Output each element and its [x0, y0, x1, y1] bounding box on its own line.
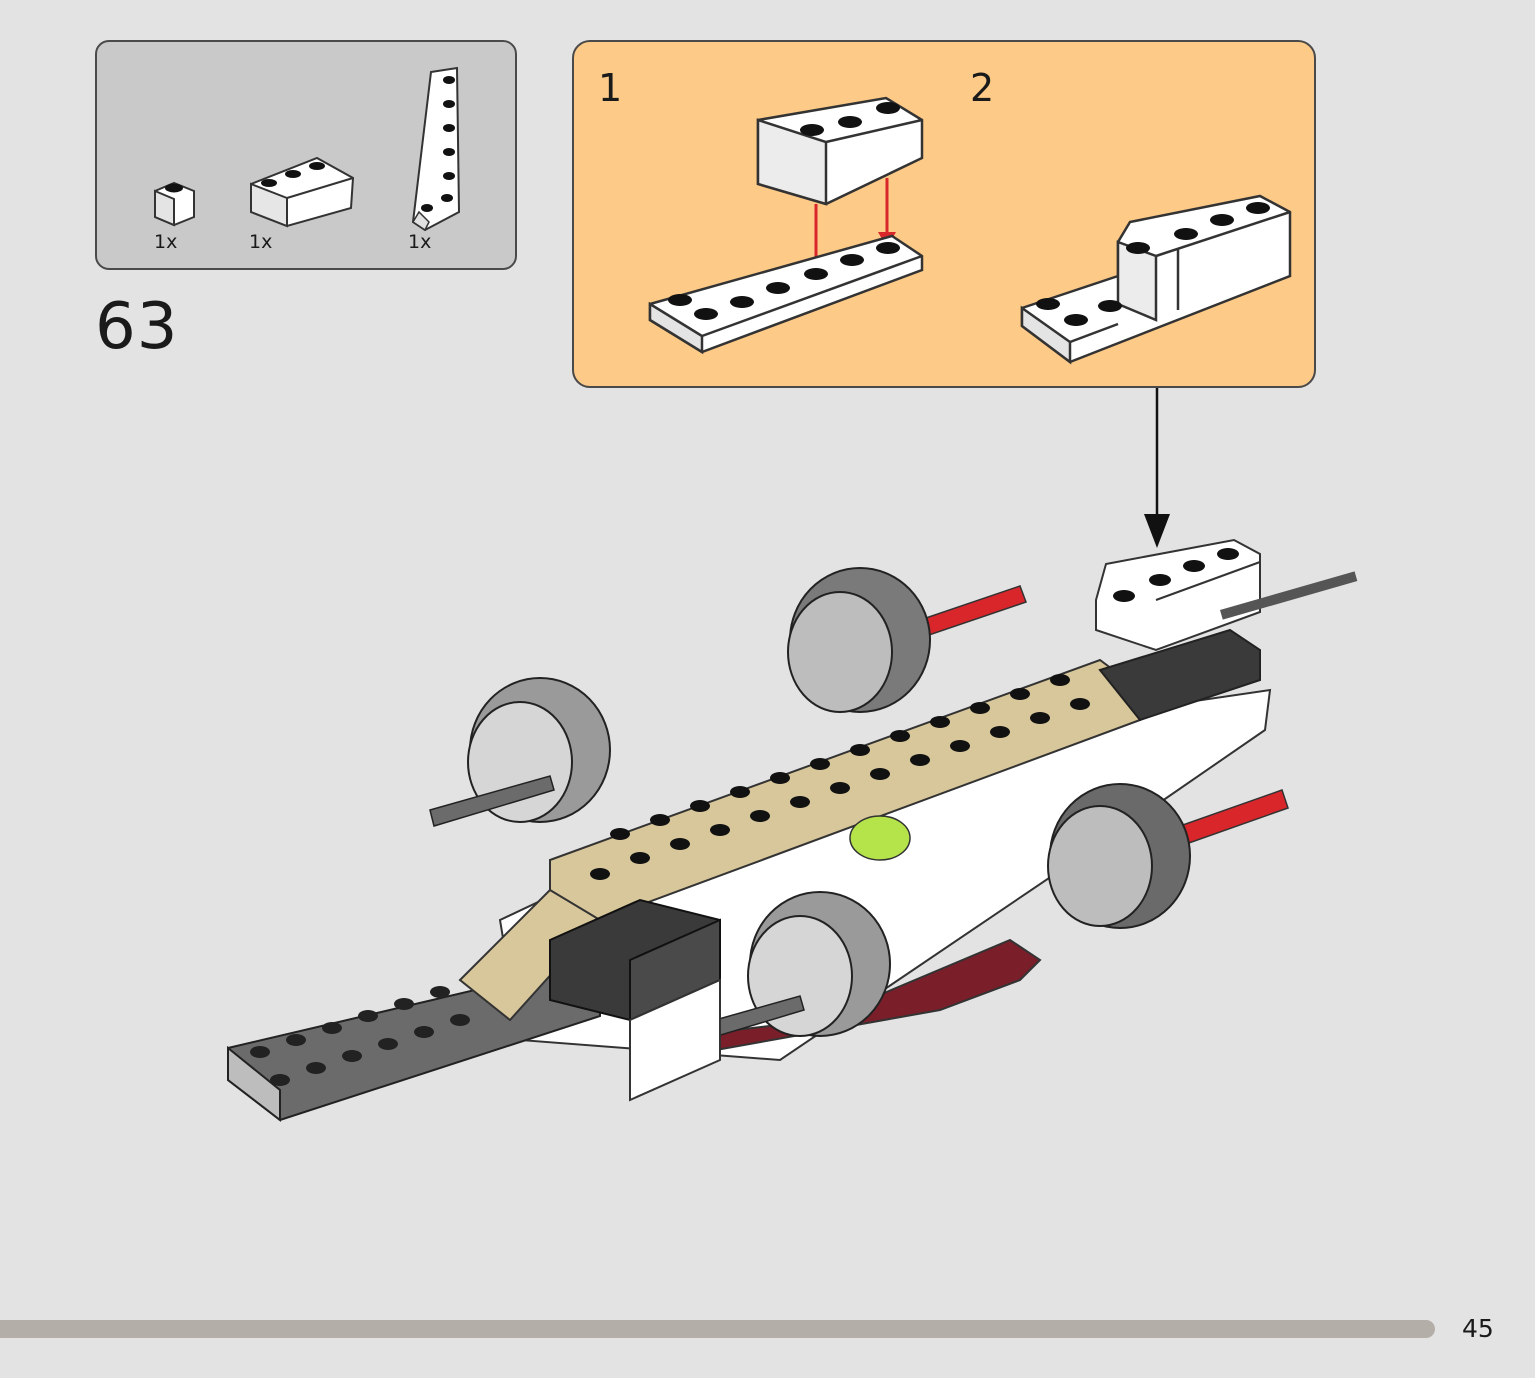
brick-1x1-white-icon: [154, 181, 195, 227]
part-qty: 1x: [408, 231, 432, 253]
substep-1-illustration: [648, 96, 924, 355]
substep-number: 1: [598, 66, 623, 110]
substep-number: 2: [970, 66, 995, 110]
wedge-plate-white-icon: [411, 66, 461, 232]
model-illustration: [227, 538, 1358, 1123]
part-qty: 1x: [249, 231, 273, 253]
subassembly-callout: 1 2: [572, 40, 1316, 388]
wedge-brick-white-icon: [250, 156, 355, 228]
page-number: 45: [1462, 1314, 1494, 1343]
progress-bar: [0, 1320, 1435, 1338]
substep-2-illustration: [1020, 194, 1292, 365]
attach-arrow-icon: [1144, 388, 1170, 548]
part-qty: 1x: [154, 231, 178, 253]
step-number: 63: [95, 290, 179, 364]
parts-list: 1x 1x 1x: [95, 40, 517, 270]
